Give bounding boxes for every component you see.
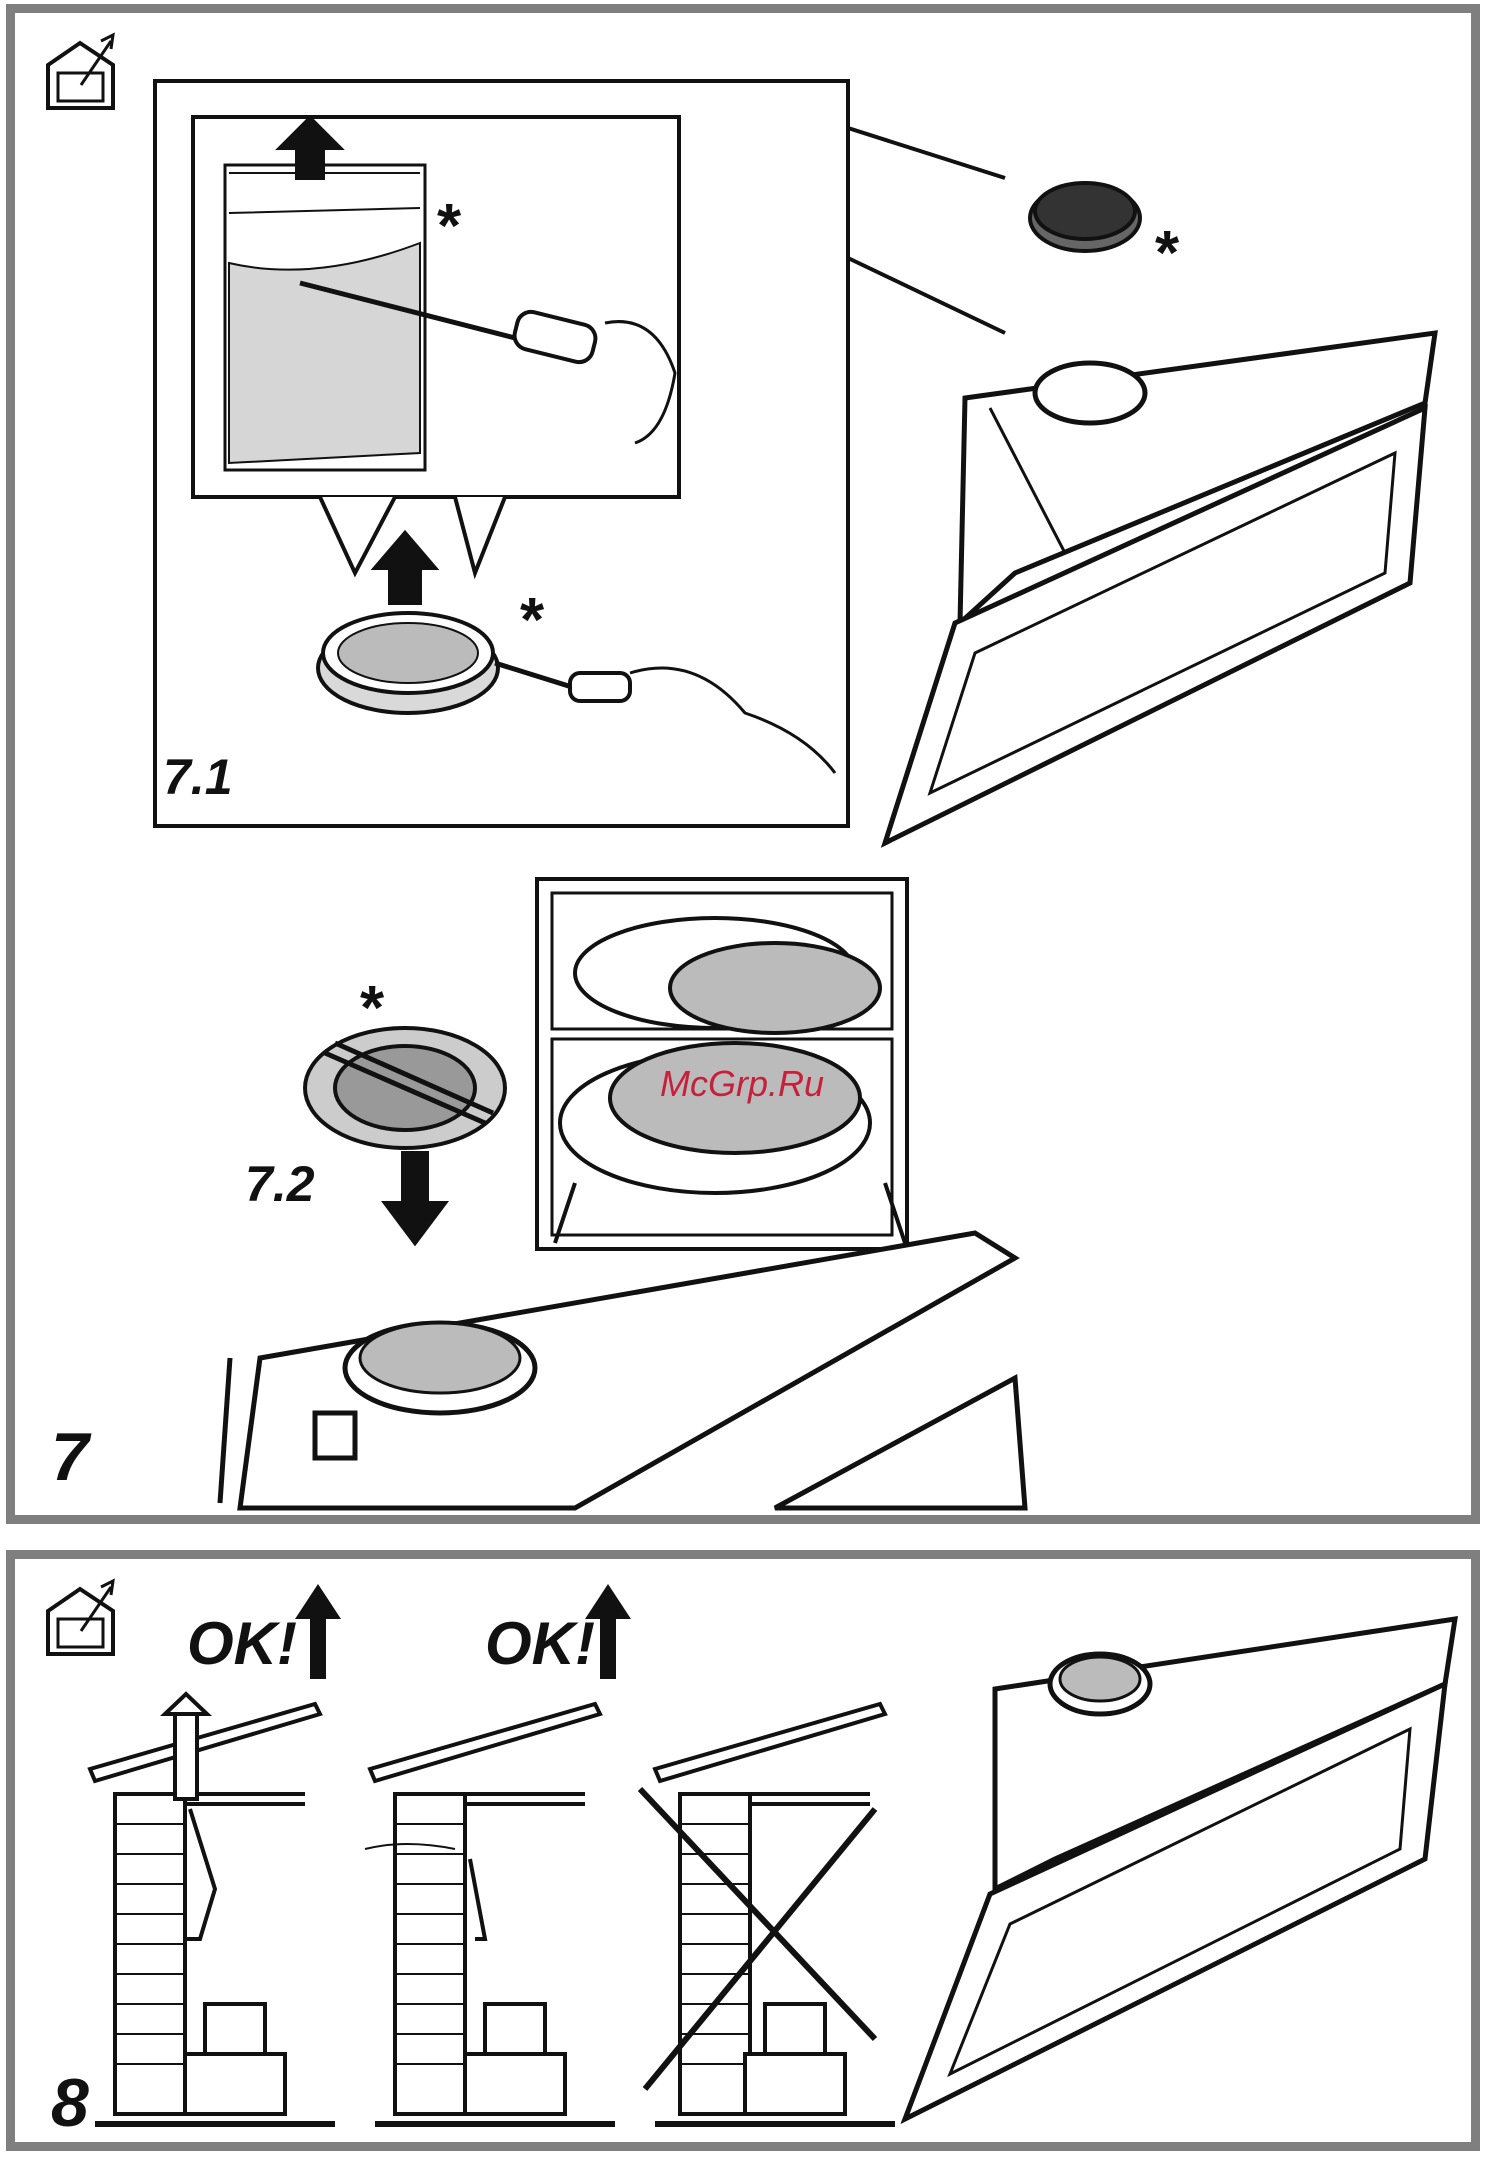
arrow-up-icon (295, 1584, 341, 1679)
step-number-7: 7 (51, 1418, 89, 1496)
watermark: McGrp.Ru (660, 1063, 824, 1105)
asterisk-mark: * (520, 585, 544, 656)
substep-label-7-2: 7.2 (245, 1155, 315, 1213)
cooker-hood-upper (885, 333, 1435, 843)
asterisk-mark: * (437, 191, 461, 262)
asterisk-mark: * (1155, 218, 1179, 289)
cooker-hood-lower (220, 1233, 1025, 1508)
cooker-hood-step-8 (905, 1619, 1455, 2119)
installation-scene-1 (90, 1694, 335, 2124)
asterisk-mark: * (360, 973, 384, 1044)
ok-label: OK! (187, 1609, 297, 1678)
substep-label-7-1: 7.1 (163, 748, 233, 806)
cross-out-icon (640, 1789, 875, 2089)
step-8-panel: OK! OK! 8 (6, 1550, 1480, 2151)
step-7-panel: * * * * 7.1 7.2 7 McGrp.Ru (6, 4, 1480, 1524)
outdoor-vent-icon (48, 35, 113, 108)
grease-filter-7-2 (305, 1028, 505, 1243)
installation-scene-2 (365, 1704, 615, 2124)
callout-lines (848, 128, 1005, 333)
step-number-8: 8 (51, 2064, 89, 2142)
installation-scene-3 (655, 1704, 895, 2124)
carbon-filter (1030, 183, 1140, 251)
ok-label: OK! (485, 1609, 595, 1678)
outdoor-vent-icon (48, 1581, 113, 1654)
step-7-illustration (15, 13, 1489, 1533)
